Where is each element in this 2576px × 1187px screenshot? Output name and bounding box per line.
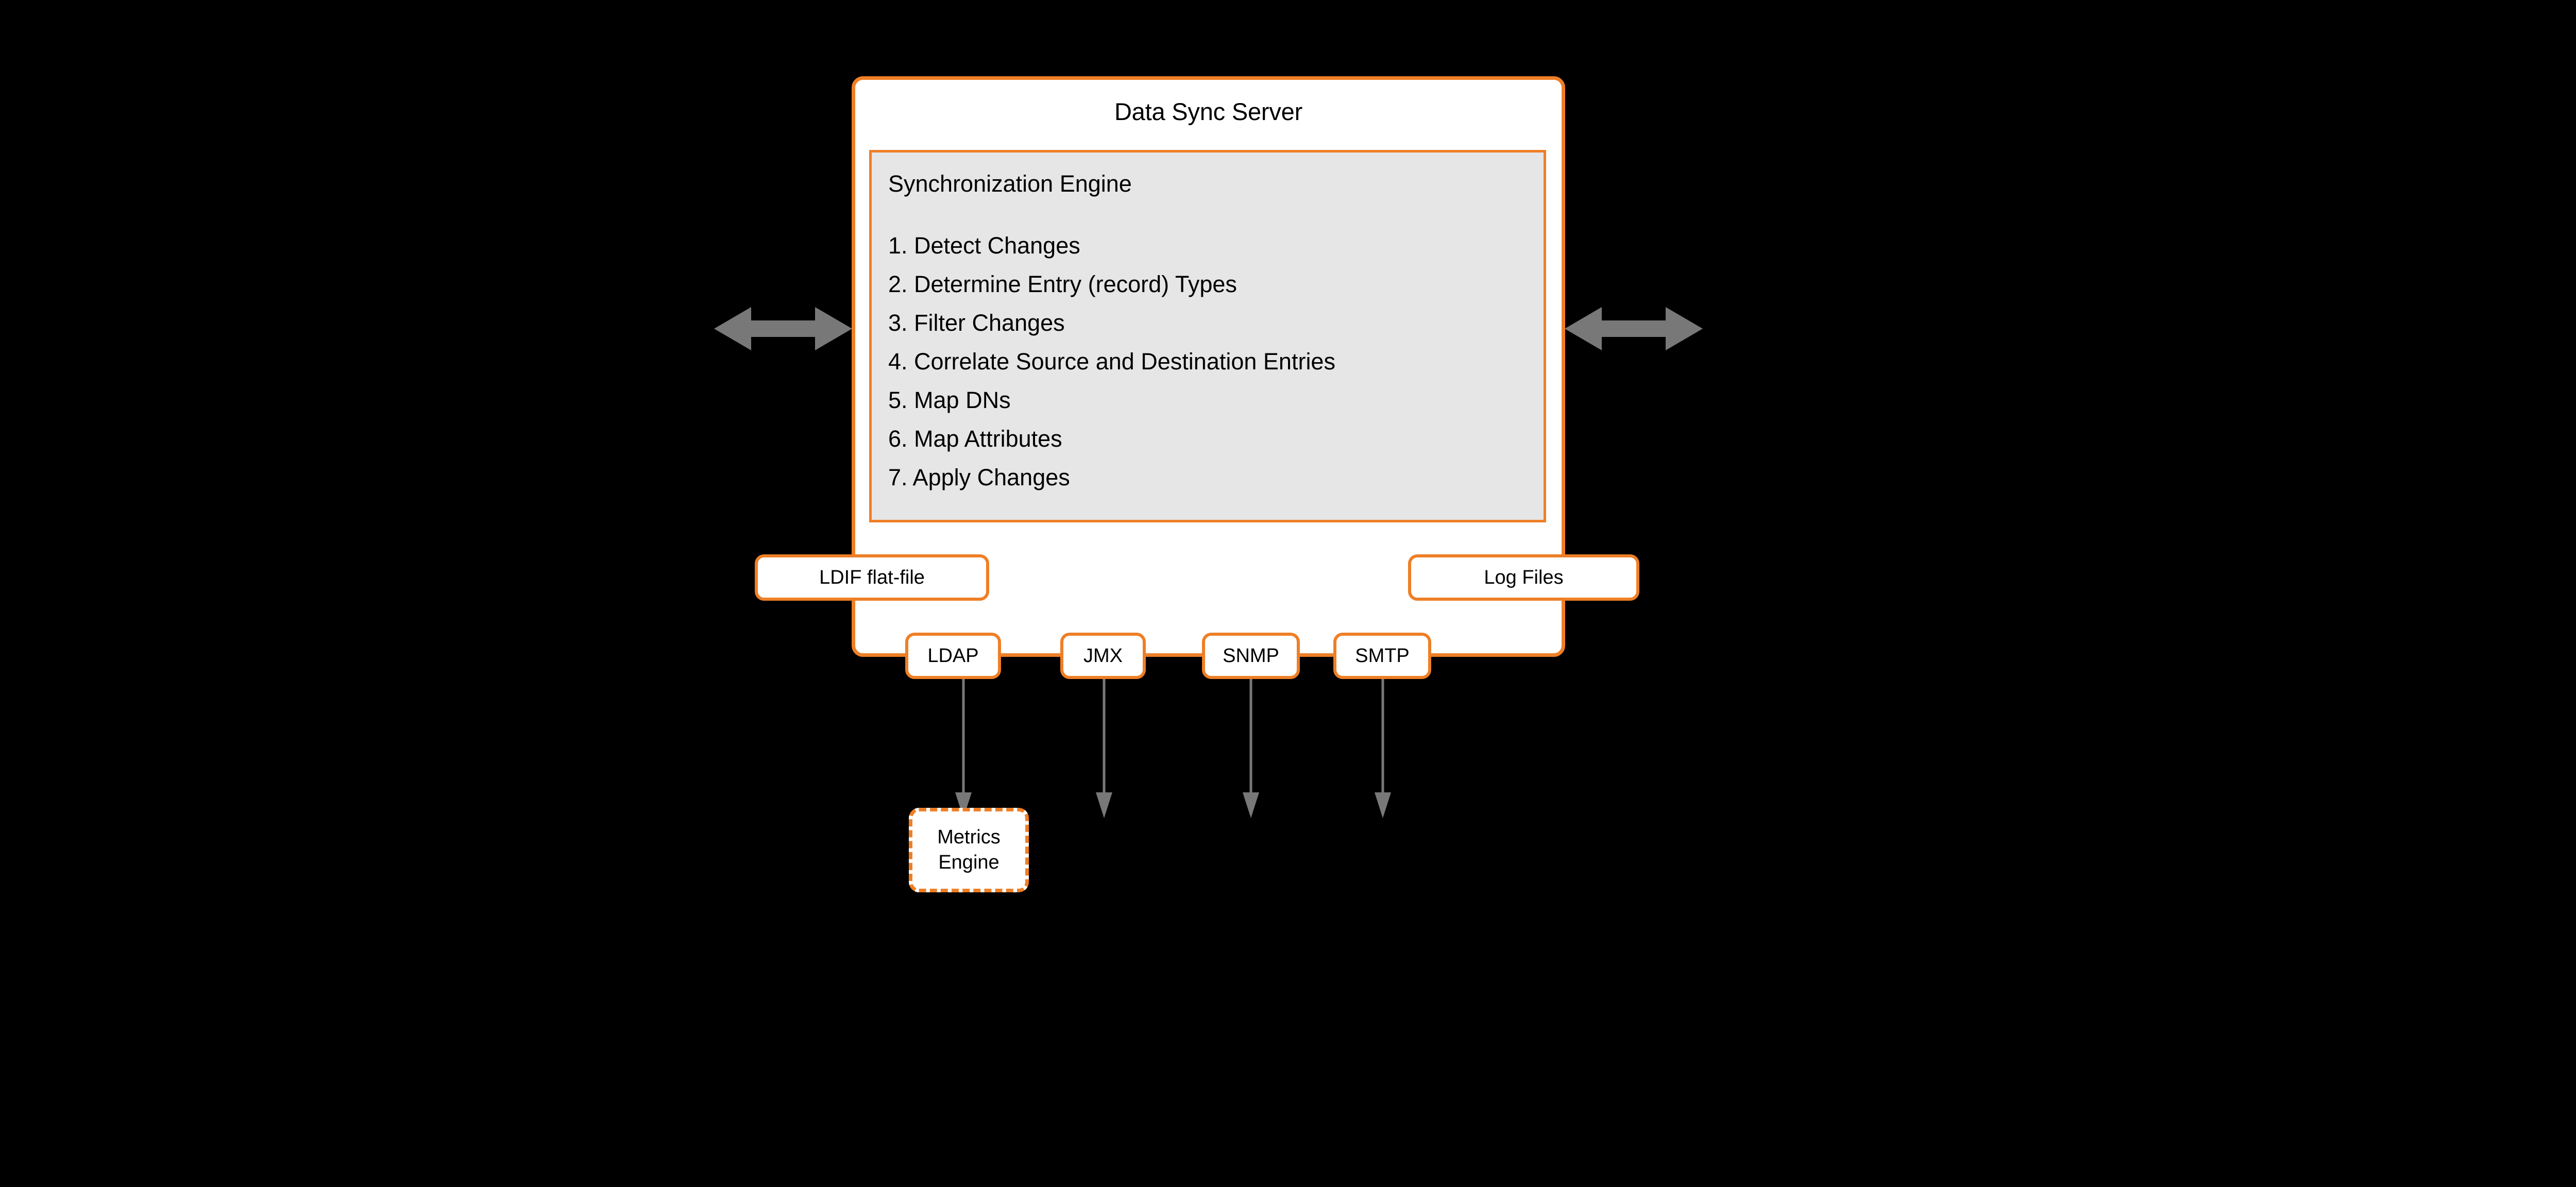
engine-step: 5. Map DNs: [888, 387, 1011, 413]
badge-ldap[interactable]: LDAP: [905, 633, 1001, 679]
right-bidirectional-arrow-icon: [1565, 307, 1703, 350]
jmx-output-arrow-icon: [1096, 670, 1112, 818]
engine-step: 4. Correlate Source and Destination Entr…: [888, 348, 1335, 375]
engine-step: 2. Determine Entry (record) Types: [888, 271, 1237, 297]
engine-step: 1. Detect Changes: [888, 232, 1080, 259]
engine-steps-list: 1. Detect Changes 2. Determine Entry (re…: [888, 226, 1335, 497]
engine-panel-title: Synchronization Engine: [888, 171, 1132, 197]
left-bidirectional-arrow-icon: [714, 307, 852, 350]
badge-log-files[interactable]: Log Files: [1408, 554, 1639, 601]
badge-ldif-flat-file[interactable]: LDIF flat-file: [755, 554, 989, 601]
ldap-to-metrics-arrow-icon: [955, 670, 972, 818]
page-title: Data Sync Server: [1114, 98, 1303, 125]
metrics-engine-label-line1: Metrics: [937, 826, 1001, 848]
smtp-output-arrow-icon: [1375, 670, 1391, 818]
metrics-engine-label-line2: Engine: [938, 852, 999, 873]
badge-jmx[interactable]: JMX: [1060, 633, 1146, 679]
engine-step: 7. Apply Changes: [888, 464, 1070, 490]
metrics-engine-box[interactable]: Metrics Engine: [909, 808, 1029, 892]
badge-smtp[interactable]: SMTP: [1333, 633, 1431, 679]
synchronization-engine-panel: Synchronization Engine 1. Detect Changes…: [869, 150, 1546, 522]
engine-step: 6. Map Attributes: [888, 426, 1062, 452]
engine-step: 3. Filter Changes: [888, 310, 1065, 336]
snmp-output-arrow-icon: [1243, 670, 1259, 818]
badge-snmp[interactable]: SNMP: [1202, 633, 1300, 679]
